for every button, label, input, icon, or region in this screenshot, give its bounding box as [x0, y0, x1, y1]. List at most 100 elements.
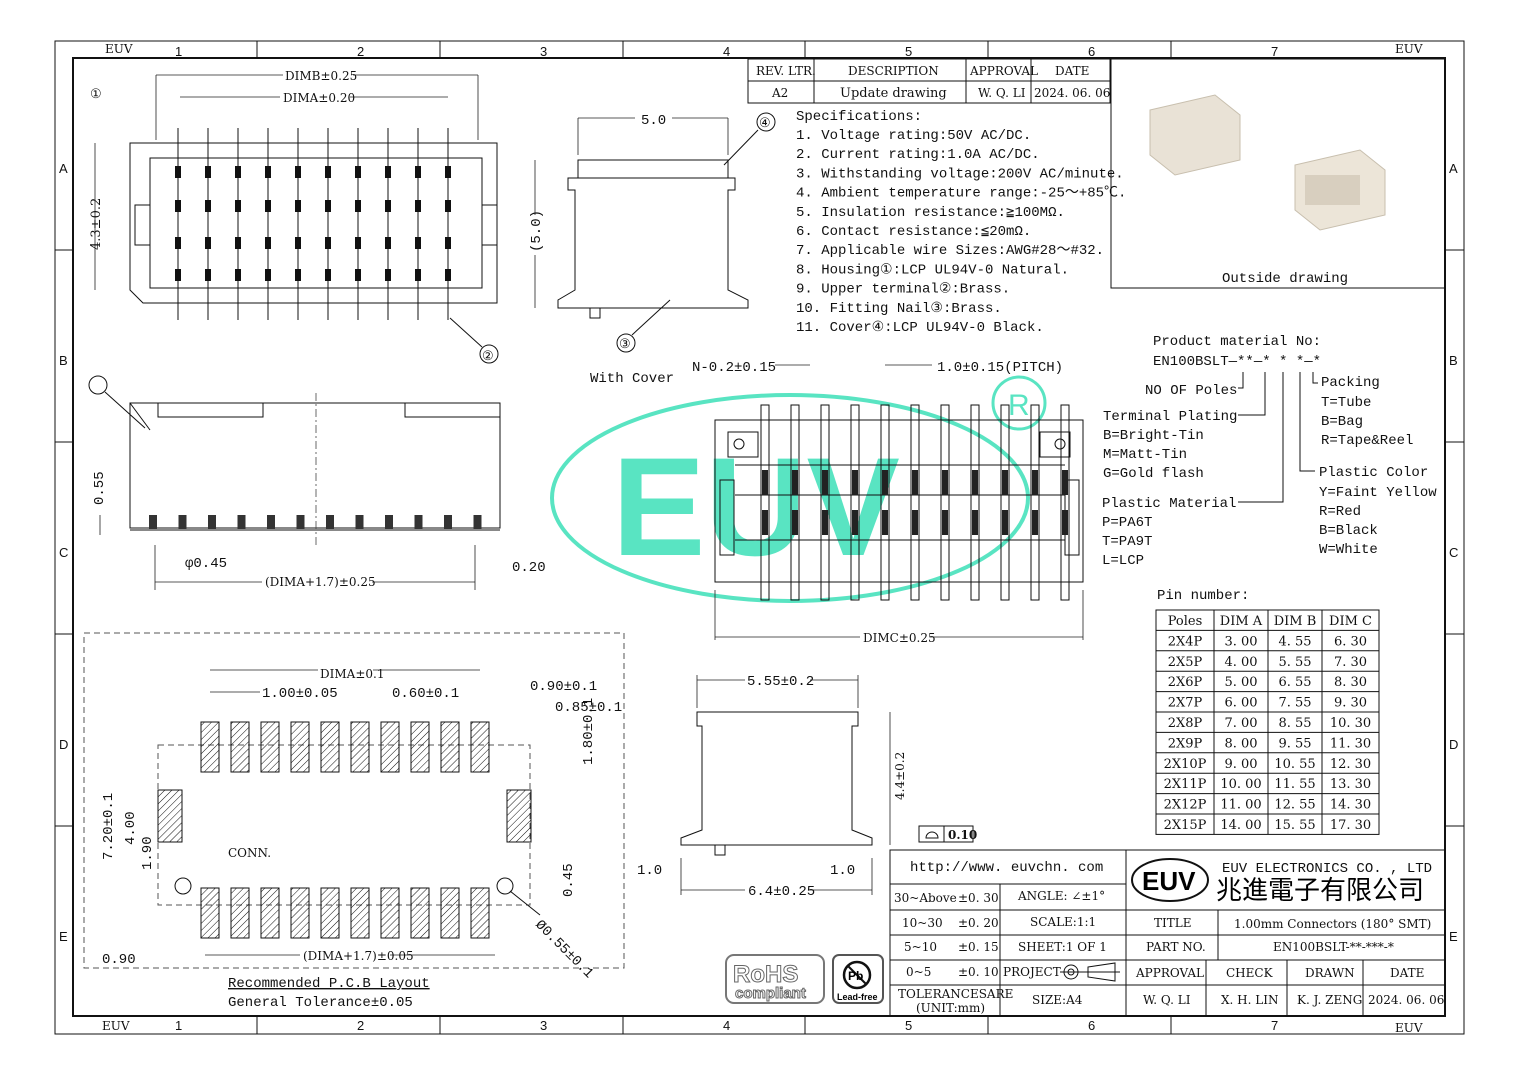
callout-3: ③: [619, 337, 631, 352]
bottom-view: [714, 364, 1084, 640]
color-label: Plastic Color: [1319, 465, 1428, 481]
general-tolerance: General Tolerance±0.05: [228, 995, 413, 1011]
contact: [355, 237, 361, 249]
pcb-label: CONN.: [228, 846, 271, 860]
plating-option: M=Matt-Tin: [1103, 447, 1187, 463]
pin: [355, 515, 364, 529]
table-header: DIM A: [1220, 614, 1263, 629]
plating-option: B=Bright-Tin: [1103, 428, 1204, 444]
pcb-pad: [320, 721, 340, 773]
rev-header: APPROVAL: [969, 64, 1038, 78]
table-cell: 13. 30: [1330, 777, 1371, 792]
contact: [325, 237, 331, 249]
table-cell: 7. 30: [1334, 655, 1367, 670]
pin: [237, 515, 246, 529]
table-cell: 11. 30: [1330, 736, 1371, 751]
contact: [1032, 470, 1038, 495]
table-cell: 2X6P: [1168, 675, 1203, 690]
projection-label: PROJECT: [1003, 965, 1061, 979]
dim-label: 4.3±0.2: [89, 198, 104, 250]
row-label: B: [59, 353, 68, 368]
column-label: 7: [1271, 44, 1278, 59]
material-option: T=PA9T: [1102, 534, 1152, 550]
side-view-cover: [534, 112, 776, 353]
company-name-cn: 兆進電子有限公司: [1216, 876, 1424, 906]
terminal: [1060, 404, 1070, 601]
rev-cell: A2: [771, 86, 788, 100]
packing-option: B=Bag: [1321, 414, 1363, 430]
table-cell: 2X11P: [1164, 777, 1207, 792]
drawing-title: 1.00mm Connectors (180° SMT): [1234, 917, 1431, 931]
table-cell: 7. 00: [1224, 716, 1257, 731]
color-option: Y=Faint Yellow: [1319, 485, 1437, 501]
dim-label: DIMA±0.20: [283, 91, 355, 105]
plating-label: Terminal Plating: [1103, 409, 1237, 425]
pin: [178, 515, 187, 529]
material-label: Plastic Material: [1102, 496, 1236, 512]
material-option: P=PA6T: [1102, 515, 1152, 531]
euv-logo: EUV: [1142, 866, 1196, 896]
lead-free-logo: Pb Lead-free: [832, 954, 884, 1004]
inner-border: [72, 57, 1446, 1017]
contact: [1032, 510, 1038, 535]
column-label: 4: [723, 1018, 730, 1033]
contact: [792, 470, 798, 495]
material-option: L=LCP: [1102, 553, 1144, 569]
dim-label: 0.55: [92, 471, 108, 505]
corner-label: EUV: [1395, 42, 1423, 56]
pin: [326, 515, 334, 529]
tolerance-label: TOLERANCESARE: [898, 987, 1013, 1001]
contact: [912, 510, 918, 535]
pcb-pad: [410, 721, 430, 773]
top-view: [94, 74, 499, 364]
table-cell: 6. 30: [1334, 634, 1367, 649]
specs-title: Specifications:: [796, 109, 922, 125]
rev-header: REV. LTR.: [756, 64, 816, 78]
contact: [265, 200, 271, 212]
sheet: SHEET:1 OF 1: [1018, 940, 1107, 954]
pcb-title: Recommended P.C.B Layout: [228, 976, 430, 992]
contact: [445, 269, 451, 281]
packing-option: R=Tape&Reel: [1321, 433, 1413, 449]
contact: [882, 510, 888, 535]
side-view: [680, 675, 974, 895]
tol-range: 10~30: [902, 916, 943, 930]
contact: [972, 510, 978, 535]
row-label: C: [1449, 545, 1458, 560]
tol-value: ±0. 15: [958, 940, 999, 954]
euv-watermark: EUV R: [550, 375, 1047, 603]
tol-range: 5~10: [904, 940, 937, 954]
pin: [296, 515, 305, 529]
drawn-label: DRAWN: [1305, 966, 1355, 980]
connector-photo: [1149, 94, 1386, 231]
unit-label: (UNIT:mm): [916, 1001, 985, 1015]
table-cell: 2X8P: [1168, 716, 1203, 731]
contact: [972, 470, 978, 495]
pcb-pad: [230, 721, 250, 773]
callout-2: ②: [482, 349, 494, 364]
product-title: Product material No:: [1153, 334, 1321, 350]
contact: [762, 470, 768, 495]
contact: [355, 166, 361, 178]
lead-free-text: Lead-free: [837, 992, 878, 1002]
terminal: [1030, 404, 1040, 601]
table-cell: 2X10P: [1164, 757, 1207, 772]
row-label: A: [59, 161, 68, 176]
pcb-pad: [350, 721, 370, 773]
terminal: [790, 404, 800, 601]
table-cell: 4. 00: [1224, 655, 1257, 670]
flatness-value: 0.10: [948, 828, 977, 842]
column-label: 2: [357, 44, 364, 59]
table-cell: 6. 00: [1224, 696, 1257, 711]
title-label: TITLE: [1154, 916, 1191, 930]
spec-item: 1. Voltage rating:50V AC/DC.: [796, 128, 1031, 144]
color-option: R=Red: [1319, 504, 1361, 520]
contact: [175, 166, 181, 178]
terminal: [850, 404, 860, 601]
tol-range: 30~Above: [894, 891, 957, 905]
table-cell: 2X9P: [1168, 736, 1203, 751]
projection-symbol-icon: [1060, 962, 1120, 982]
row-label: D: [1449, 737, 1458, 752]
pin: [414, 515, 423, 529]
table-cell: 9. 30: [1334, 696, 1367, 711]
